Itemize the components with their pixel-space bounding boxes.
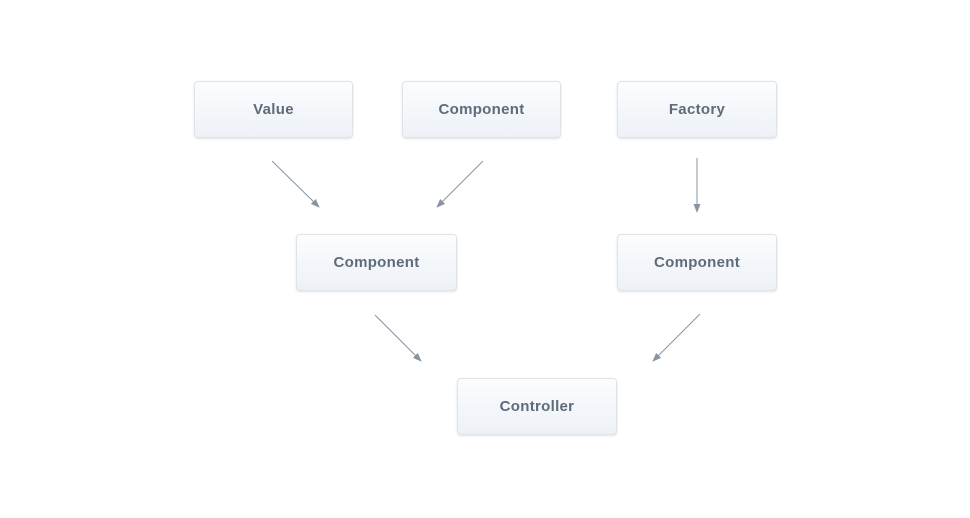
- node-component-mid-left-label: Component: [333, 254, 420, 271]
- node-component-top-label: Component: [438, 101, 525, 118]
- node-controller-label: Controller: [499, 398, 575, 415]
- node-component-mid-right: Component: [617, 234, 777, 291]
- edge-component-mid-left-to-controller: [374, 314, 422, 362]
- node-factory: Factory: [617, 81, 777, 138]
- node-factory-label: Factory: [668, 101, 726, 118]
- node-component-mid-right-label: Component: [653, 254, 741, 271]
- edge-component-mid-right-to-controller: [652, 313, 701, 362]
- node-component-top: Component: [402, 81, 561, 138]
- edge-component-top-to-component-mid-left: [436, 160, 484, 208]
- node-controller: Controller: [457, 378, 617, 435]
- node-value: Value: [194, 81, 353, 138]
- node-value-label: Value: [253, 101, 294, 118]
- node-component-mid-left: Component: [296, 234, 457, 291]
- edge-value-to-component-mid-left: [271, 160, 320, 208]
